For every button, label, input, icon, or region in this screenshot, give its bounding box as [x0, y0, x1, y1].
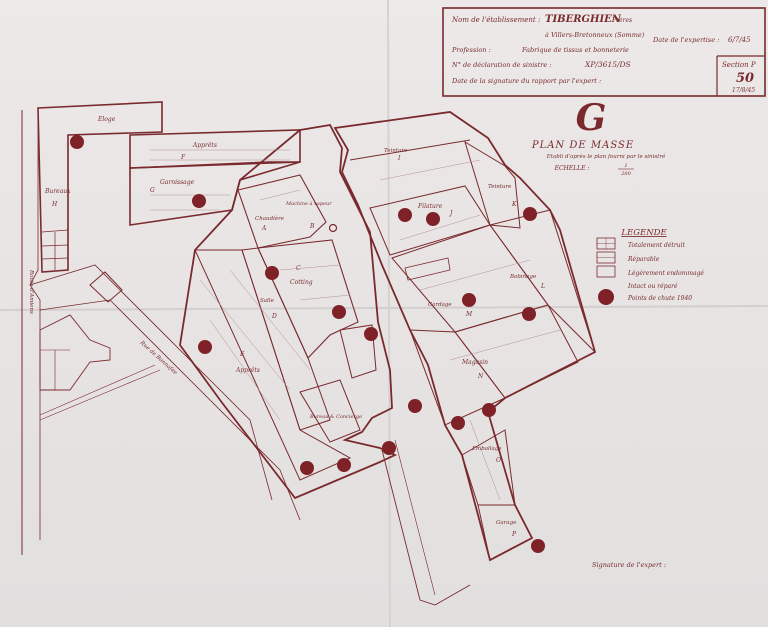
section-number: 50: [736, 71, 754, 86]
expertise-value: 6/7/45: [728, 36, 751, 44]
profession-label: Profession :: [451, 46, 491, 54]
building-bureaux-label: Bureaux: [44, 188, 71, 195]
expertise-label: Date de l'expertise :: [652, 36, 719, 44]
section-date: 17/8/45: [732, 87, 755, 94]
section-label: Section P: [722, 61, 756, 69]
location: à Villers-Bretonneux (Somme): [545, 31, 645, 39]
declaration-label: N° de déclaration de sinistre :: [451, 61, 551, 69]
fold-line: [0, 305, 768, 311]
building-apprets-f-letter: F: [180, 154, 186, 161]
plan-subtitle: Etabli d'après le plan fourni par le sin…: [546, 153, 666, 160]
impact-point: [198, 340, 212, 354]
scale-num: 1: [624, 163, 627, 169]
building-cotting-label: Cotting: [290, 279, 313, 286]
building-bureaux: [37, 101, 163, 273]
expert-signature-label: Signature de l'expert :: [592, 561, 666, 569]
building-machine-letter: B: [309, 223, 315, 230]
building-bureaux-letter: H: [51, 201, 58, 208]
signature-label: Date de la signature du rapport par l'ex…: [451, 77, 601, 85]
street-name-1: Route d'Amiens: [28, 269, 34, 314]
building-chaudiere-letter: A: [261, 225, 267, 232]
big-letter: G: [576, 97, 607, 139]
building-teinture-i-label: Teinture: [384, 148, 408, 154]
building-filature-label: Filature: [417, 203, 443, 210]
impact-point: [462, 293, 476, 307]
impact-point: [300, 461, 314, 475]
legend-item-1: Totalement détruit: [628, 242, 685, 249]
chimney-icon: [328, 223, 338, 233]
building-cardage-label: Cardage: [428, 302, 452, 308]
building-machine-label: Machine à vapeur: [285, 200, 332, 207]
building-apprets-e-label: Apprêts: [235, 367, 260, 374]
fold-line: [387, 0, 391, 627]
building-bobinage-letter: L: [540, 283, 545, 290]
building-garnissage-label: Garnissage: [160, 179, 195, 186]
buildings-right: Teinture I Filature J Teinture K Bobinag…: [333, 111, 597, 562]
impact-point: [522, 307, 536, 321]
scale-label: ECHELLE :: [554, 165, 590, 172]
building-teinture-k-letter: K: [511, 201, 517, 208]
plan-title: PLAN DE MASSE: [531, 140, 634, 151]
legend-item-4: Intact ou réparé: [627, 283, 678, 290]
building-magasin-label: Magasin: [461, 359, 488, 366]
impact-point: [408, 399, 422, 413]
legend-dot-symbol: [598, 289, 614, 305]
building-cardage-letter: M: [465, 311, 473, 318]
impact-point: [337, 458, 351, 472]
building-bureau-label: Bureau & Concierge: [309, 414, 362, 420]
building-garage-label: Garage: [496, 520, 517, 526]
building-teinture-k-label: Teinture: [488, 184, 512, 190]
impact-point: [451, 416, 465, 430]
building-garnissage-letter: G: [150, 187, 155, 194]
street-name-2: Rue de Bonnafée: [138, 339, 179, 377]
building-apprets-f-label: Apprêts: [192, 142, 217, 149]
building-emballage-letter: O: [496, 457, 501, 464]
impact-point: [382, 441, 396, 455]
impact-point: [192, 194, 206, 208]
building-salle-label: Salle: [260, 298, 275, 304]
declaration-value: XP/3615/DS: [584, 60, 631, 69]
impact-point: [265, 266, 279, 280]
impact-point: [426, 212, 440, 226]
impact-point: [332, 305, 346, 319]
building-magasin-letter: N: [477, 373, 484, 380]
building-garage-letter: P: [511, 531, 517, 538]
etablissement-suffix: Frères: [611, 17, 632, 24]
building-eloge-label: Eloge: [97, 116, 116, 123]
legend: LEGENDE Totalement détruit Réparable Lég…: [596, 228, 704, 305]
legend-title: LEGENDE: [620, 228, 667, 238]
impact-point: [531, 539, 545, 553]
building-bobinage-label: Bobinage: [509, 274, 537, 280]
impact-points: [70, 135, 545, 553]
building-emballage-label: Emballage: [471, 446, 502, 452]
etablissement-value: TIBERGHIEN: [545, 14, 622, 25]
building-salle-letter: D: [271, 313, 277, 320]
building-chaudiere-label: Chaudière: [255, 215, 285, 222]
impact-point: [364, 327, 378, 341]
buildings-center: Chaudière A Machine à vapeur B C Cotting…: [179, 124, 398, 500]
building-grid: [150, 149, 561, 501]
scale-den: 200: [620, 171, 631, 177]
impact-point: [482, 403, 496, 417]
header-box: Nom de l'établissement : TIBERGHIEN Frèr…: [442, 7, 766, 97]
impact-point: [70, 135, 84, 149]
building-apprets-e-letter: E: [239, 351, 245, 358]
plan-title-block: G PLAN DE MASSE Etabli d'après le plan f…: [531, 97, 666, 177]
impact-point: [523, 207, 537, 221]
building-main-block: [179, 124, 398, 500]
impact-point: [398, 208, 412, 222]
profession-value: Fabrique de tissus et bonneterie: [521, 46, 629, 54]
building-filature-letter: J: [448, 210, 453, 217]
streets: Route d'Amiens Rue de Bonnafée: [21, 110, 471, 606]
legend-item-2: Réparable: [627, 256, 660, 263]
etablissement-label: Nom de l'établissement :: [451, 16, 540, 24]
buildings-left: Eloge Bureaux H Apprêts F Garnissage G: [37, 101, 301, 273]
building-teinture-i-letter: I: [397, 155, 401, 162]
legend-item-3: Légèrement endommagé: [627, 270, 704, 277]
legend-item-5: Points de chute 1940: [627, 295, 692, 302]
